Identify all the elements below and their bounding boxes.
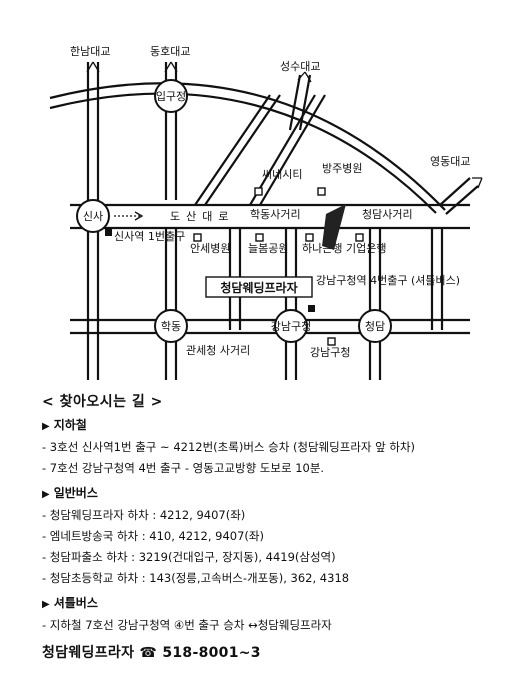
triangle-icon: ▶ [42,421,50,432]
hannam-bridge-label: 한남대교 [70,45,110,58]
venue-marker [322,204,346,250]
section-subway-title: ▶지하철 [42,415,512,437]
hana-bank-marker [305,233,314,242]
gangnam-office-marker [327,337,336,346]
venue-label: 청담웨딩프라자 [220,280,297,295]
ssine-city-marker [254,187,263,196]
triangle-icon: ▶ [42,489,50,500]
bangju-hospital-label: 방주병원 [322,162,362,175]
sinsa-exit-marker [105,229,112,236]
section-subway-label: 지하철 [53,418,87,432]
sinsa-label: 신사 [83,210,103,223]
list-item: - 지하철 7호선 강남구청역 ④번 출구 승차 ↔청담웨딩프라자 [42,618,332,632]
ssine-city-label: 씨네시티 [262,168,302,181]
venue-label-box [205,276,313,298]
yeongdong-bridge-label: 영동대교 [430,155,470,168]
anse-hospital-marker [193,233,202,242]
sinsa-circle [76,199,110,233]
diagonal-road-1 [194,94,271,206]
section-bus-label: 일반버스 [53,486,98,500]
dosan-daero-label: 도산대로 [170,210,234,223]
triangle-icon: ▶ [42,599,50,610]
hakdong-label: 학동 [161,320,181,333]
arc-road [49,82,446,211]
hakdong-sageori-label: 학동사거리 [250,208,301,221]
contact-info: 청담웨딩프라자 ☎ 518-8001~3 [42,645,261,661]
cheongdam-label: 청담 [365,320,385,333]
section-shuttle-label: 셔틀버스 [53,596,98,610]
cheongdam-circle [358,309,392,343]
ipgujeong-circle [154,79,188,113]
hana-bank-label: 하나은행 [302,241,342,255]
anse-hospital-label: 안세병원 [190,242,230,255]
dongho-bridge-label: 동호대교 [150,45,190,58]
ibk-bank-marker [355,233,364,242]
yeongdong-road [439,177,471,206]
hakdong-circle [154,309,188,343]
neulbom-park-marker [255,233,264,242]
gangnam-gucheong-label: 강남구청 [271,320,311,333]
section-shuttle-title: ▶셔틀버스 [42,593,512,615]
gangnam-exit-label: 강남구청역 4번출구 (셔틀버스) [316,274,460,287]
gangnam-exit-marker [308,305,315,312]
cheongdam-sageori-label: 청담사거리 [362,208,413,221]
list-item: - 3호선 신사역1번 출구 ~ 4212번(초록)버스 승차 (청담웨딩프라자… [42,440,416,454]
yeongdong-text: 영동대교 [430,155,470,168]
ibk-bank-label: 기업은행 [346,242,386,255]
gwanse-sageori-label: 관세청 사거리 [186,344,250,357]
list-item: - 7호선 강남구청역 4번 출구 - 영동고교방향 도보로 10분. [42,461,325,475]
list-item: - 엠네트방송국 하차 : 410, 4212, 9407(좌) [42,529,264,543]
location-map: 한남대교 동호대교 성수대교 영동대교 입구정 신사 도산대로 학동 강남구청 … [49,45,483,380]
gangnam-office-label: 강남구청 [310,346,350,359]
ipgujeong-label: 입구정 [156,90,186,103]
gangnam-gucheong-circle [274,309,308,343]
sinsa-exit-label: 신사역 1번출구 [114,230,185,243]
list-item: - 청담초등학교 하차 : 143(정릉,고속버스-개포동), 362, 431… [42,571,350,585]
directions-panel: < 찾아오시는 길 > ▶지하철 - 3호선 신사역1번 출구 ~ 4212번(… [42,391,512,662]
list-item: - 청담웨딩프라자 하차 : 4212, 9407(좌) [42,508,246,522]
neulbom-park-label: 늘봄공원 [248,242,288,255]
section-bus-title: ▶일반버스 [42,483,512,505]
diagonal-road-2 [249,94,316,206]
seongsu-bridge-label: 성수대교 [280,60,320,73]
directions-heading: < 찾아오시는 길 > [42,394,163,410]
bangju-hospital-marker [317,187,326,196]
seongsu-road [288,74,302,131]
list-item: - 청담파출소 하차 : 3219(건대입구, 장지동), 4419(삼성역) [42,550,336,564]
